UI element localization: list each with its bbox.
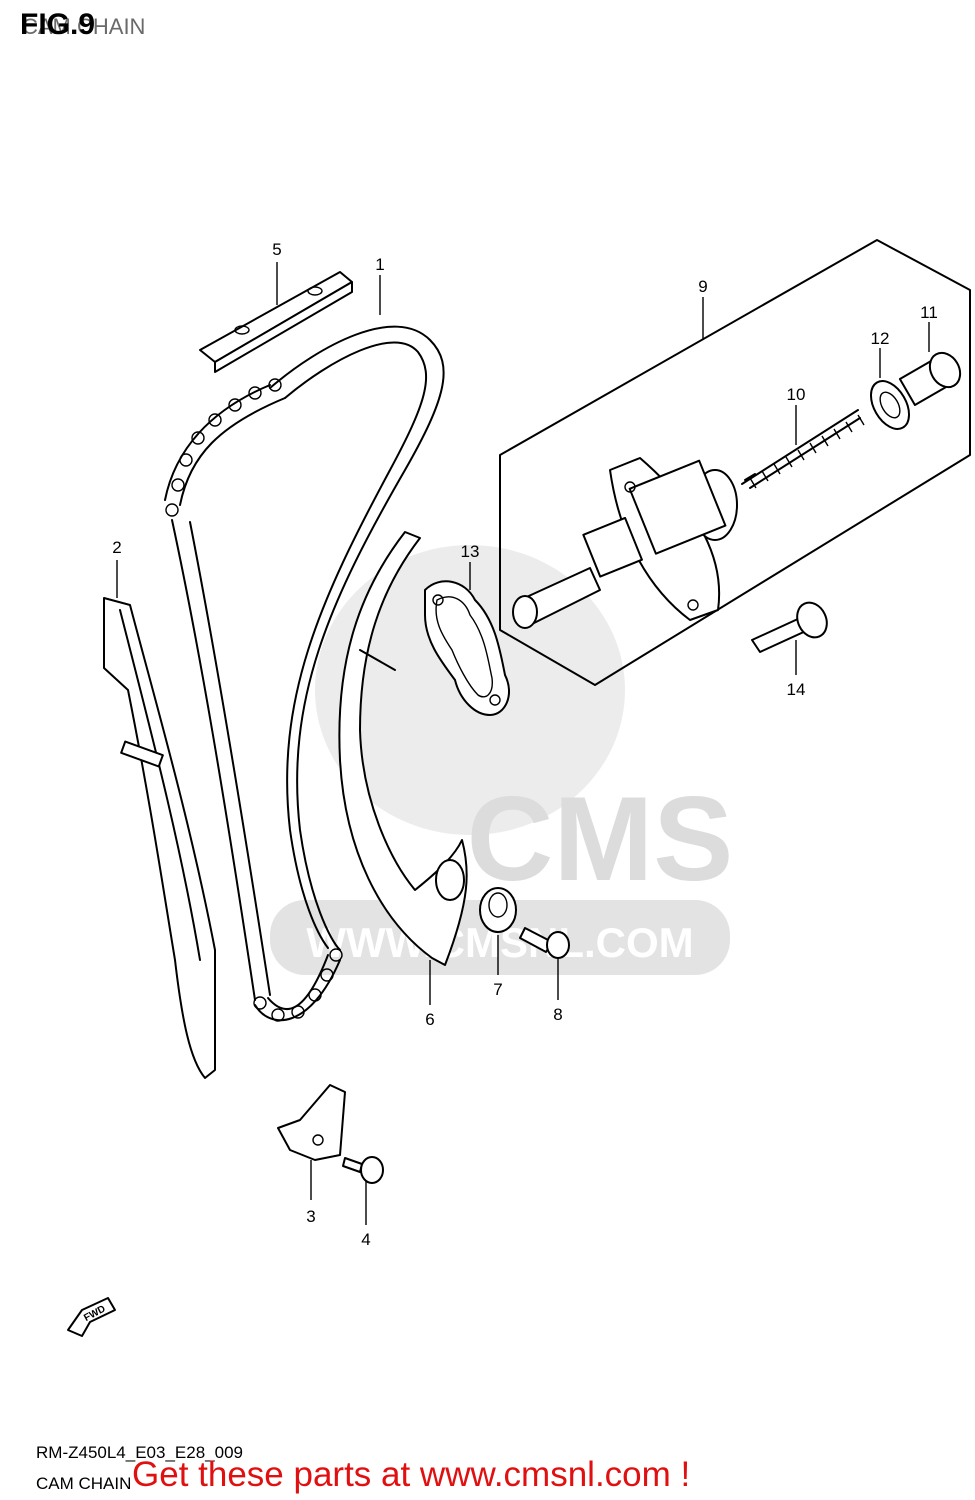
part-6-tensioner-arm	[338, 531, 468, 966]
part-2-chain-guide	[103, 597, 216, 1079]
part-5-guide-plate	[199, 271, 353, 373]
callout-5: 5	[272, 240, 281, 259]
part-10-spring	[741, 409, 865, 489]
part-12-washer	[870, 380, 910, 430]
callout-13: 13	[461, 542, 480, 561]
callout-leaders	[116, 262, 930, 1225]
callout-14: 14	[787, 680, 806, 699]
callout-6: 6	[425, 1010, 434, 1029]
callout-4: 4	[361, 1230, 370, 1249]
part-13-gasket	[424, 580, 510, 716]
callout-10: 10	[787, 385, 806, 404]
tensioner-assembly-box	[499, 239, 971, 686]
callout-3: 3	[306, 1207, 315, 1226]
section-name: CAM CHAIN	[36, 1474, 132, 1493]
part-3-bracket	[277, 1084, 346, 1161]
callout-12: 12	[871, 329, 890, 348]
fwd-direction-badge: FWD	[67, 1297, 116, 1337]
part-9-tensioner-body	[512, 457, 738, 629]
promo-link[interactable]: Get these parts at www.cmsnl.com !	[132, 1455, 691, 1494]
figure-subtitle: CAM CHAIN	[22, 14, 146, 39]
callout-11: 11	[920, 303, 938, 322]
part-4-bolt	[342, 1156, 384, 1184]
callout-7: 7	[493, 980, 502, 999]
diagram-code: RM-Z450L4_E03_E28_009	[36, 1443, 243, 1462]
callout-8: 8	[553, 1005, 562, 1024]
callout-2: 2	[112, 538, 121, 557]
callout-9: 9	[698, 277, 707, 296]
part-1-cam-chain	[164, 325, 445, 1022]
part-14-bolt	[751, 601, 828, 653]
watermark-logo-text: CMS	[467, 772, 734, 906]
part-7-collar	[479, 887, 517, 933]
part-11-plug-bolt	[898, 351, 962, 406]
figure-label: FIG.9	[20, 8, 96, 41]
callout-numbers: 1 2 3 4 5 6 7 8 9 10 11 12 13 14	[112, 240, 938, 1249]
callout-1: 1	[375, 255, 384, 274]
fwd-label: FWD	[82, 1304, 107, 1324]
